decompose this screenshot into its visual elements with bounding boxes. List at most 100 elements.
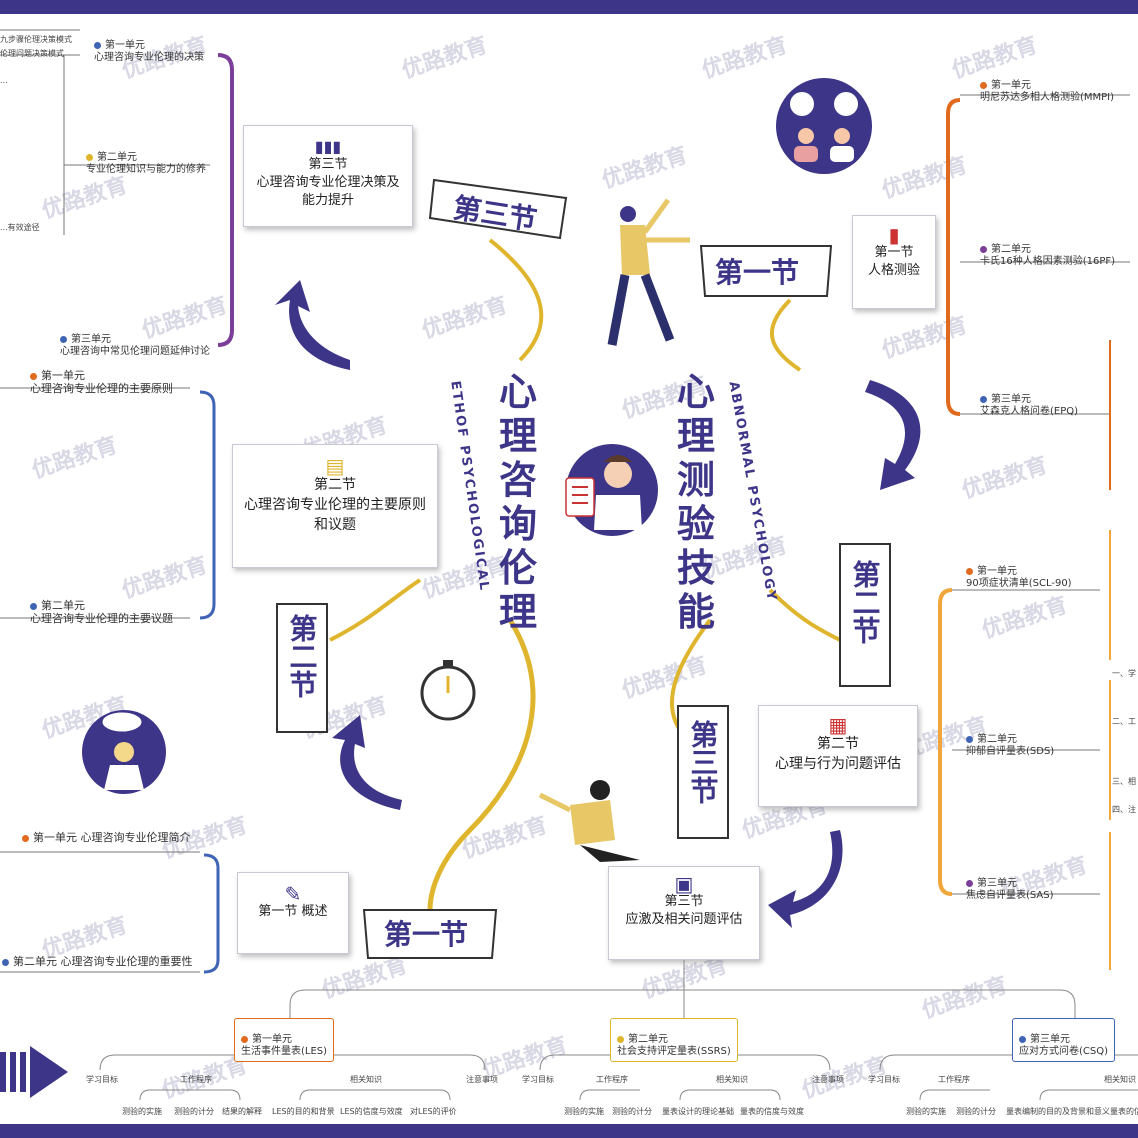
unit-ethics-s3-u2[interactable]: 第二单元 专业伦理知识与能力的修养 (86, 140, 206, 176)
dancing-man-illustration (607, 198, 690, 346)
arc-right-english: ABNORMAL PSYCHOLOGY (726, 380, 780, 603)
title-ethics: 心理咨询伦理 (498, 370, 537, 634)
unit-test-p-u2[interactable]: 第二单元 卡氏16种人格因素测验(16PF) (980, 232, 1115, 268)
unit-label: 第二单元 专业伦理知识与能力的修养 (86, 152, 206, 175)
section-box-ethics-s2[interactable]: ▤ 第二节 心理咨询专业伦理的主要原则和议题 (232, 444, 438, 568)
bottom-l2-10: 测验的实施 (906, 1107, 946, 1116)
unit-dot-icon (980, 395, 987, 403)
bar-chart-icon: ▮▮▮ (314, 137, 342, 156)
bottom-l1-10: 相关知识 (1104, 1075, 1136, 1084)
gold-swirl-3 (329, 578, 422, 642)
section-box-test-s2[interactable]: ▦ 第二节 心理与行为问题评估 (758, 705, 918, 807)
unit-dot-icon (60, 335, 67, 343)
unit-label: 第二单元 卡氏16种人格因素测验(16PF) (980, 244, 1116, 267)
bottom-l2-1: 测验的计分 (174, 1107, 214, 1116)
unit-dot-icon (86, 153, 93, 161)
unit-label: 第二单元 心理咨询专业伦理的主要议题 (30, 599, 173, 625)
left-brackets-svg (0, 29, 234, 974)
banner-left-second: 第二节 (276, 603, 328, 733)
right-tiny-2: 二、工 (1112, 717, 1136, 726)
unit-ethics-s3-u1[interactable]: 第一单元 心理咨询专业伦理的决策 (94, 28, 204, 64)
bottom-l2-2: 结果的解释 (222, 1107, 262, 1116)
unit-label: 第三单元 心理咨询中常见伦理问题延伸讨论 (60, 334, 210, 357)
bottom-l1-9: 工作程序 (938, 1075, 970, 1084)
bottom-l1-5: 工作程序 (596, 1075, 628, 1084)
left-tiny-5: ...有效途径 (0, 223, 40, 232)
bottom-l1-4: 学习目标 (522, 1075, 554, 1084)
top-frame-bar (0, 0, 1138, 14)
unit-dot-icon (980, 245, 987, 253)
right-tiny-1: 一、学 (1112, 669, 1136, 678)
document-icon: ▤ (325, 454, 345, 478)
unit-dot-icon (94, 41, 101, 49)
arrow-right-down (865, 380, 921, 490)
unit-label: 第三单元 焦虑自评量表(SAS) (966, 878, 1054, 901)
bottom-l2-6: 测验的实施 (564, 1107, 604, 1116)
right-brackets-svg (938, 94, 1130, 970)
unit-test-b-u2[interactable]: 第二单元 抑郁自评量表(SDS) (966, 722, 1054, 758)
gold-swirl-1 (488, 238, 544, 362)
unit-label: 第一单元 心理咨询专业伦理的主要原则 (30, 369, 173, 395)
bottom-unit-2[interactable]: 第二单元 社会支持评定量表(SSRS) (610, 1018, 738, 1062)
bottom-l1-2: 相关知识 (350, 1075, 382, 1084)
bottom-l2-11: 测验的计分 (956, 1107, 996, 1116)
stopwatch-icon (420, 660, 476, 721)
computer-icon: ▣ (674, 872, 694, 896)
bottom-l1-8: 学习目标 (868, 1075, 900, 1084)
unit-label: 第一单元 心理咨询专业伦理简介 (33, 831, 191, 844)
svg-text:第一节: 第一节 (384, 918, 468, 951)
title-testing: 心理测验技能 (676, 370, 715, 634)
svg-text:第一节: 第一节 (715, 256, 799, 289)
unit-ethics-s2-u1[interactable]: 第一单元 心理咨询专业伦理的主要原则 (30, 356, 173, 395)
bottom-tree-svg (99, 960, 1138, 1101)
unit-label: 第一单元 90项症状清单(SCL-90) (966, 566, 1072, 589)
unit-ethics-s1-u2[interactable]: 第二单元 心理咨询专业伦理的重要性 (2, 956, 193, 968)
thinking-person-illustration (82, 710, 166, 794)
section-box-test-s1[interactable]: ▮ 第一节 人格测验 (852, 215, 936, 309)
section-box-ethics-s1[interactable]: ✎ 第一节 概述 (237, 872, 349, 954)
bottom-l2-9: 量表的信度与效度 (740, 1107, 804, 1116)
unit-ethics-s1-u1[interactable]: 第一单元 心理咨询专业伦理简介 (22, 832, 191, 844)
bottom-l2-8: 量表设计的理论基础 (662, 1107, 734, 1116)
gold-swirl-4 (427, 618, 536, 911)
banner-left-third: 第三节 (428, 178, 568, 240)
section-box-ethics-s3[interactable]: ▮▮▮ 第三节 心理咨询专业伦理决策及能力提升 (243, 125, 413, 227)
unit-test-p-u1[interactable]: 第一单元 明尼苏达多相人格测验(MMPI) (980, 68, 1114, 104)
arrow-top-left (275, 280, 350, 370)
section-label: 第三节 心理咨询专业伦理决策及能力提升 (256, 157, 400, 208)
bottom-frame-bar (0, 1124, 1138, 1138)
banner-right-second: 第二节 (839, 543, 891, 687)
gold-swirl-2 (770, 298, 802, 372)
unit-dot-icon (241, 1035, 248, 1043)
arrow-bottom-right (768, 830, 843, 928)
unit-dot-icon (22, 834, 29, 842)
bottom-unit-1[interactable]: 第一单元 生活事件量表(LES) (234, 1018, 335, 1062)
unit-dot-icon (617, 1035, 624, 1043)
bottom-unit-3[interactable]: 第三单元 应对方式问卷(CSQ) (1012, 1018, 1116, 1062)
bottom-l2-5: 对LES的评价 (410, 1107, 457, 1116)
bottom-l1-7: 注意事项 (812, 1075, 844, 1084)
unit-test-p-u3[interactable]: 第三单元 艾森克人格问卷(EPQ) (980, 382, 1078, 418)
unit-ethics-s2-u2[interactable]: 第二单元 心理咨询专业伦理的主要议题 (30, 586, 173, 625)
gold-swirl-5 (670, 618, 712, 732)
svg-text:第三节: 第三节 (687, 719, 720, 804)
left-tiny-2: 伦理问题决策模式 (0, 49, 64, 58)
bottom-l2-13: 量表的信... (1110, 1107, 1138, 1116)
unit-ethics-s3-u3[interactable]: 第三单元 心理咨询中常见伦理问题延伸讨论 (60, 322, 210, 358)
unit-dot-icon (1019, 1035, 1026, 1043)
book-icon: ▮ (888, 223, 900, 247)
doctor-illustration (565, 444, 658, 536)
unit-dot-icon (30, 372, 37, 380)
unit-label: 第二单元 抑郁自评量表(SDS) (966, 734, 1055, 757)
unit-test-b-u3[interactable]: 第三单元 焦虑自评量表(SAS) (966, 866, 1054, 902)
unit-label: 第三单元 应对方式问卷(CSQ) (1019, 1034, 1109, 1057)
unit-test-b-u1[interactable]: 第一单元 90项症状清单(SCL-90) (966, 554, 1072, 590)
banner-right-third: 第三节 (677, 705, 729, 839)
gold-swirl-6 (768, 588, 841, 642)
section-box-test-s3[interactable]: ▣ 第三节 应激及相关问题评估 (608, 866, 760, 960)
unit-dot-icon (966, 567, 973, 575)
bottom-l1-6: 相关知识 (716, 1075, 748, 1084)
svg-text:第二节: 第二节 (286, 613, 319, 698)
unit-label: 第三单元 艾森克人格问卷(EPQ) (980, 394, 1079, 417)
